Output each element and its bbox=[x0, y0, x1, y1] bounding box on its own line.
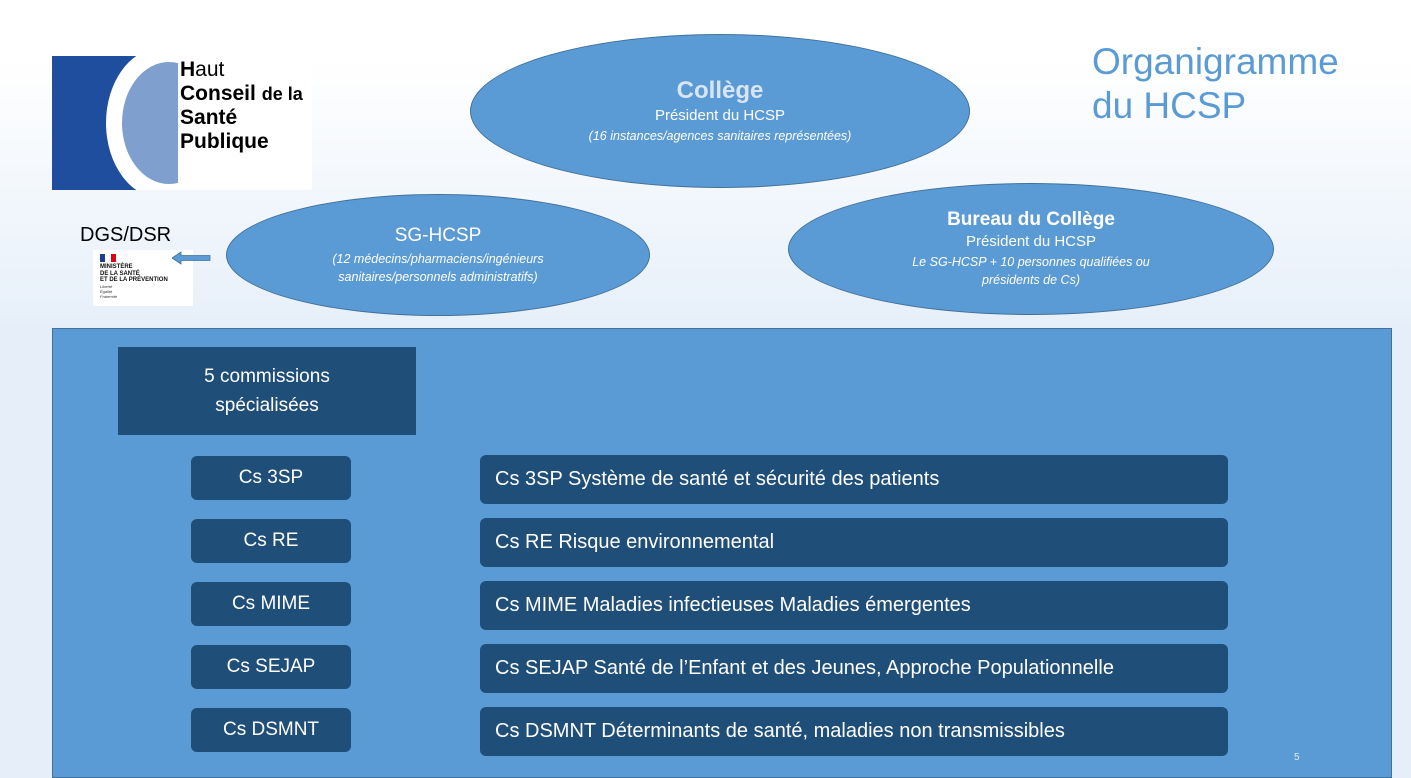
cs-re-box: Cs RE bbox=[191, 519, 351, 563]
sg-hcsp-name: SG-HCSP bbox=[394, 224, 482, 246]
commissions-header: 5 commissions spécialisées bbox=[118, 347, 416, 435]
cs-sejap-box: Cs SEJAP bbox=[191, 645, 351, 689]
bureau-name: Bureau du Collège bbox=[947, 209, 1115, 230]
college-note: (16 instances/agences sanitaires représe… bbox=[588, 129, 852, 143]
cs-mime-box: Cs MIME bbox=[191, 582, 351, 626]
cs-dsmnt-box: Cs DSMNT bbox=[191, 708, 351, 752]
bureau-ellipse: Bureau du Collège Président du HCSP Le S… bbox=[788, 183, 1274, 315]
ministry-name: MINISTÈRE DE LA SANTÉ ET DE LA PRÉVENTIO… bbox=[100, 264, 168, 283]
title-line1: Organigramme bbox=[1092, 41, 1339, 82]
ministry-motto: Liberté Égalité Fraternité bbox=[100, 284, 118, 299]
cs-re-description: Cs RE Risque environnemental bbox=[480, 518, 1228, 567]
bureau-president: Président du HCSP bbox=[965, 233, 1097, 250]
college-ellipse: Collège Président du HCSP (16 instances/… bbox=[470, 34, 970, 188]
french-flag-icon bbox=[100, 254, 116, 262]
cs-sejap-description: Cs SEJAP Santé de l’Enfant et des Jeunes… bbox=[480, 644, 1228, 693]
cs-dsmnt-description: Cs DSMNT Déterminants de santé, maladies… bbox=[480, 707, 1228, 756]
logo-text: Haut Conseil de la Santé Publique bbox=[180, 58, 303, 153]
dgs-dsr-label: DGS/DSR bbox=[80, 224, 172, 246]
college-president: Président du HCSP bbox=[654, 107, 786, 124]
hcsp-logo: Haut Conseil de la Santé Publique bbox=[52, 56, 312, 190]
cs-mime-description: Cs MIME Maladies infectieuses Maladies é… bbox=[480, 581, 1228, 630]
page-number: 5 bbox=[1294, 752, 1300, 763]
bureau-note: Le SG-HCSP + 10 personnes qualifiées ou … bbox=[912, 255, 1150, 287]
left-arrow-icon bbox=[172, 251, 211, 265]
logo-blue-block bbox=[52, 56, 178, 190]
cs-3sp-box: Cs 3SP bbox=[191, 456, 351, 500]
cs-3sp-description: Cs 3SP Système de santé et sécurité des … bbox=[480, 455, 1228, 504]
slide-title: Organigramme du HCSP bbox=[1092, 40, 1392, 128]
college-name: Collège bbox=[676, 77, 764, 104]
sg-hcsp-note: (12 médecins/pharmaciens/ingénieurs sani… bbox=[332, 251, 544, 284]
sg-hcsp-ellipse: SG-HCSP (12 médecins/pharmaciens/ingénie… bbox=[226, 194, 650, 316]
title-line2: du HCSP bbox=[1092, 85, 1247, 126]
ministry-logo: MINISTÈRE DE LA SANTÉ ET DE LA PRÉVENTIO… bbox=[93, 250, 193, 306]
